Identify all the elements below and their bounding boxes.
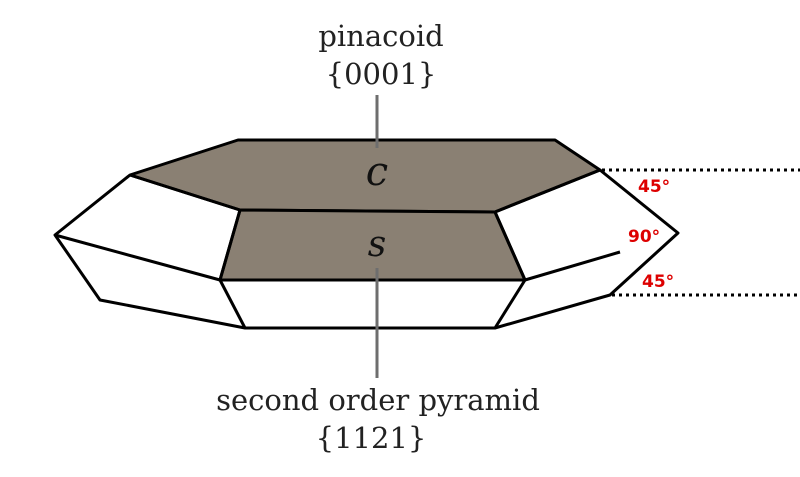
angle-upper-label: 45° xyxy=(638,177,670,197)
face-letter-s: s xyxy=(368,224,386,265)
pyramid-index: {1121} xyxy=(316,421,427,455)
crystal-outline xyxy=(53,168,680,330)
angle-middle-label: 90° xyxy=(628,227,660,247)
face-letter-c: c xyxy=(366,149,388,195)
angle-lower-label: 45° xyxy=(642,272,674,292)
pyramid-label: second order pyramid xyxy=(216,383,540,417)
pinacoid-index: {0001} xyxy=(326,57,437,91)
pinacoid-label: pinacoid xyxy=(318,19,443,53)
